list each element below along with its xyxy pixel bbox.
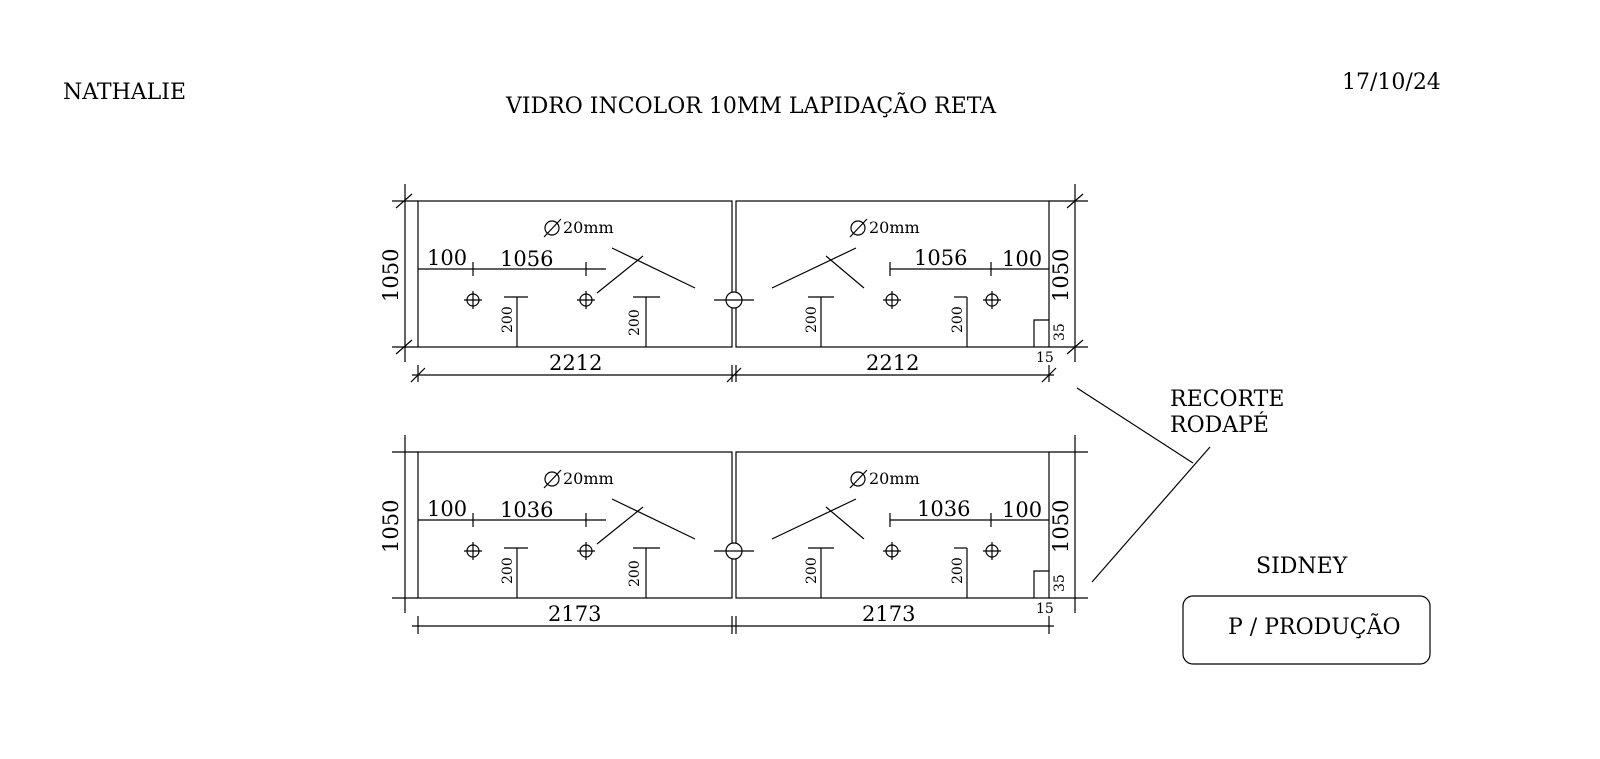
top-center-hole [714, 291, 754, 309]
bottom-vert-label-4: 200 [950, 557, 966, 584]
top-right-height-dim [1049, 184, 1088, 362]
bottom-notch-height-label: 35 [1052, 574, 1068, 592]
bottom-vert-label-2: 200 [627, 560, 643, 587]
stamp-text: P / PRODUÇÃO [1228, 612, 1401, 640]
top-right-width-label: 2212 [866, 351, 919, 375]
stamp-box [1182, 595, 1431, 665]
top-right-edge-label: 100 [1002, 247, 1042, 271]
bottom-right-height-dim [1049, 435, 1088, 613]
bottom-panels-outline [417, 451, 1050, 599]
top-vert-label-1: 200 [500, 306, 516, 333]
top-left-spacing-label: 1056 [500, 247, 553, 271]
top-right-height-label: 1050 [1049, 249, 1073, 302]
bottom-width-dim [412, 616, 1054, 634]
recorte-leader-lines [1076, 387, 1211, 583]
bottom-left-spacing-label: 1036 [500, 498, 553, 522]
bottom-left-height-label: 1050 [379, 500, 403, 553]
bottom-left-panel-details [418, 498, 696, 598]
bottom-center-hole [714, 542, 754, 560]
top-left-height-dim [392, 184, 418, 362]
top-vert-label-2: 200 [627, 309, 643, 336]
top-panels-outline [417, 200, 1050, 348]
top-right-hole-label: 20mm [869, 218, 920, 237]
top-left-holes [464, 291, 595, 309]
top-left-width-label: 2212 [549, 351, 602, 375]
top-diameter-icons [543, 218, 868, 238]
top-vert-label-3: 200 [804, 306, 820, 333]
top-left-height-label: 1050 [379, 249, 403, 302]
bottom-left-width-label: 2173 [548, 602, 601, 626]
callout-line-1: RECORTE [1170, 387, 1284, 412]
top-notch-height-label: 35 [1052, 323, 1068, 341]
drawing-date: 17/10/24 [1342, 70, 1441, 95]
client-name: NATHALIE [63, 80, 186, 105]
bottom-vert-label-1: 200 [500, 557, 516, 584]
bottom-right-panel-details [771, 498, 1049, 598]
bottom-right-height-label: 1050 [1049, 500, 1073, 553]
footer-name: SIDNEY [1256, 554, 1348, 579]
bottom-notch-width-label: 15 [1036, 601, 1054, 617]
bottom-left-hole-label: 20mm [563, 469, 614, 488]
bottom-left-holes [464, 542, 595, 560]
top-notch-width-label: 15 [1036, 350, 1054, 366]
drawing-title: VIDRO INCOLOR 10MM LAPIDAÇÃO RETA [505, 91, 997, 119]
top-width-dim [410, 365, 1057, 383]
top-left-edge-label: 100 [427, 246, 467, 270]
bottom-diameter-icons [543, 469, 868, 489]
top-left-hole-label: 20mm [563, 218, 614, 237]
bottom-right-hole-label: 20mm [869, 469, 920, 488]
top-vert-label-4: 200 [950, 306, 966, 333]
bottom-right-spacing-label: 1036 [917, 497, 970, 521]
bottom-left-edge-label: 100 [427, 497, 467, 521]
bottom-right-holes [883, 542, 1001, 560]
top-right-panel-details [771, 247, 1049, 347]
bottom-right-edge-label: 100 [1002, 498, 1042, 522]
top-right-holes [883, 291, 1001, 309]
top-right-spacing-label: 1056 [914, 246, 967, 270]
bottom-right-width-label: 2173 [862, 602, 915, 626]
top-left-panel-details [418, 247, 696, 347]
bottom-left-height-dim [392, 435, 418, 613]
callout-line-2: RODAPÉ [1170, 411, 1269, 438]
bottom-vert-label-3: 200 [804, 557, 820, 584]
